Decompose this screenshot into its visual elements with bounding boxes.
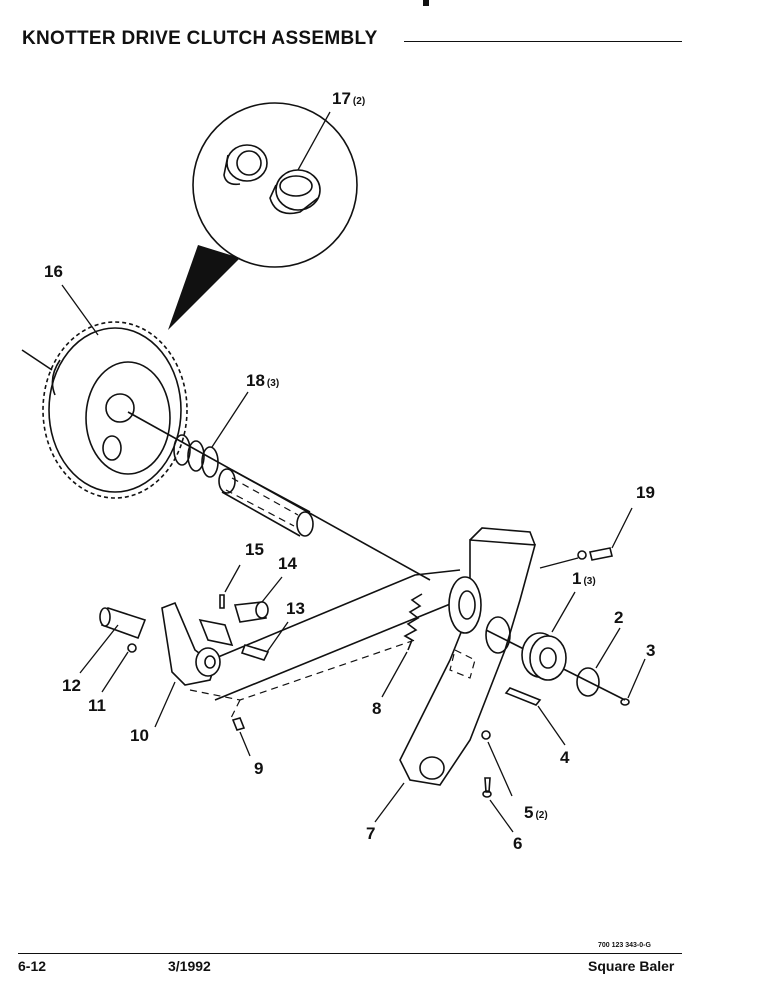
page-title: KNOTTER DRIVE CLUTCH ASSEMBLY xyxy=(22,28,378,49)
pin-part-3 xyxy=(620,698,630,706)
document-code: 700 123 343-0-G xyxy=(598,942,651,949)
product-name: Square Baler xyxy=(588,958,675,974)
roller-part-14 xyxy=(233,601,269,623)
callout-8: 8 xyxy=(372,699,381,718)
callout-13: 13 xyxy=(286,599,305,618)
callout-3: 3 xyxy=(646,641,655,660)
callout-5: 5(2) xyxy=(524,803,548,822)
publication-date: 3/1992 xyxy=(168,958,211,974)
callout-14: 14 xyxy=(278,554,297,573)
detail-pointer xyxy=(168,245,240,330)
bolt-part-6 xyxy=(482,777,492,798)
bolt-guide-line xyxy=(539,557,579,569)
callout-labels: 17(2) 16 18(3) 19 15 14 13 1(3) 2 3 12 1… xyxy=(44,89,655,853)
pin-part-15 xyxy=(219,594,225,609)
linkage-hidden-lines xyxy=(189,639,416,721)
callout-1: 1(3) xyxy=(572,569,596,588)
clutch-part-1 xyxy=(521,632,567,681)
pin-part-13 xyxy=(240,644,270,661)
clutch-arm-part-7 xyxy=(399,527,537,786)
callout-leaders xyxy=(61,111,646,833)
page-top-mark xyxy=(423,0,429,6)
callout-19: 19 xyxy=(636,483,655,502)
spring-pin-part-9 xyxy=(231,717,246,731)
page-number: 6-12 xyxy=(18,958,47,974)
linkage-outline-lower xyxy=(214,599,461,701)
washers-part-18 xyxy=(173,434,219,478)
callout-6: 6 xyxy=(513,834,522,853)
detail-inset-bushings xyxy=(168,102,358,330)
nut-part-5 xyxy=(481,730,491,740)
roller-part-12 xyxy=(99,606,147,640)
spring-part-8 xyxy=(403,593,423,651)
callout-7: 7 xyxy=(366,824,375,843)
spacer-tube xyxy=(218,468,314,537)
callout-16: 16 xyxy=(44,262,63,281)
callout-17: 17(2) xyxy=(332,89,365,108)
footer-rule xyxy=(18,953,682,954)
callout-18: 18(3) xyxy=(246,371,279,390)
lever-part-10 xyxy=(161,601,234,686)
bushing-part-17b xyxy=(269,169,321,215)
callout-4: 4 xyxy=(560,748,570,767)
linkage-outline xyxy=(174,569,461,676)
callout-11: 11 xyxy=(88,696,106,715)
snap-ring-part-2 xyxy=(576,667,600,697)
callout-9: 9 xyxy=(254,759,263,778)
title-rule xyxy=(404,41,682,42)
bushing-part-17a xyxy=(223,144,268,186)
detail-circle xyxy=(192,102,358,268)
callout-10: 10 xyxy=(130,726,149,745)
ball-part-11 xyxy=(127,643,137,653)
callout-2: 2 xyxy=(614,608,623,627)
sprocket-part-16 xyxy=(21,321,188,499)
bolt-part-19 xyxy=(577,547,613,561)
callout-12: 12 xyxy=(62,676,81,695)
callout-15: 15 xyxy=(245,540,264,559)
key-part-4 xyxy=(504,687,542,706)
